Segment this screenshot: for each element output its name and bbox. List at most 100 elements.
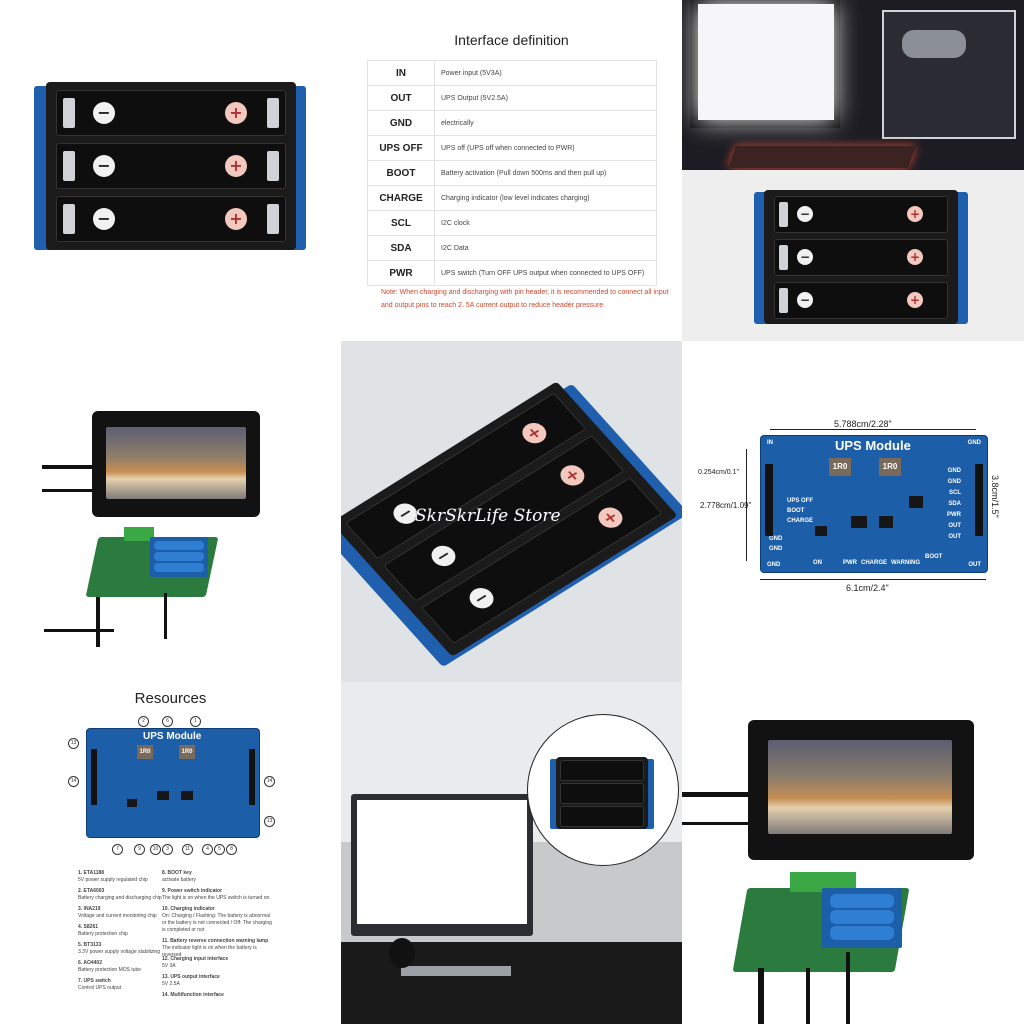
usb-cable bbox=[806, 968, 810, 1024]
pin-description: Charging indicator (low level indicates … bbox=[434, 185, 657, 211]
minus-terminal-icon: − bbox=[93, 101, 115, 124]
battery-holder: − + − + − + bbox=[764, 190, 958, 324]
callout-marker: 3 bbox=[162, 844, 173, 855]
top-width-dimension: 5.788cm/2.28" bbox=[834, 419, 892, 429]
pin-description: Power input (5V3A) bbox=[434, 60, 657, 86]
pin-label: IN bbox=[767, 440, 773, 446]
battery-clip bbox=[63, 97, 75, 129]
battery-clip bbox=[267, 203, 279, 235]
pin-description: I2C Data bbox=[434, 235, 657, 261]
button-label: BOOT bbox=[925, 554, 943, 560]
board-title: UPS Module bbox=[143, 731, 202, 742]
pin-description: UPS off (UPS off when connected to PWR) bbox=[434, 135, 657, 161]
headphones bbox=[389, 938, 415, 968]
battery-holder bbox=[556, 757, 648, 829]
keyboard bbox=[401, 966, 511, 976]
board-title: UPS Module bbox=[835, 438, 911, 453]
inset-circle bbox=[527, 714, 679, 866]
switch-label: ON bbox=[813, 560, 822, 566]
pin-header-right bbox=[249, 749, 255, 805]
pin-name: OUT bbox=[367, 85, 435, 111]
minus-terminal-icon: − bbox=[797, 292, 813, 309]
usb-cable bbox=[44, 629, 114, 632]
plus-terminal-icon: + bbox=[517, 419, 552, 448]
battery-slot bbox=[560, 783, 644, 804]
hdmi-cable bbox=[42, 465, 96, 469]
pin-name: PWR bbox=[367, 260, 435, 286]
terminal-block bbox=[124, 527, 154, 541]
battery-clip bbox=[63, 150, 75, 182]
pin-name: SDA bbox=[367, 235, 435, 261]
plus-terminal-icon: + bbox=[907, 206, 923, 223]
battery-cell bbox=[154, 541, 204, 550]
monitor bbox=[690, 0, 840, 128]
terminal-block bbox=[790, 872, 856, 892]
pin-description: I2C clock bbox=[434, 210, 657, 236]
keyboard bbox=[727, 146, 917, 168]
pin-label: GND bbox=[767, 562, 781, 568]
pin-label: OUT bbox=[968, 562, 981, 568]
pin-label: PWR bbox=[947, 512, 961, 518]
touch-display bbox=[92, 411, 260, 517]
battery-slot: − + bbox=[774, 282, 948, 319]
battery-slot bbox=[560, 806, 644, 827]
plus-terminal-icon: + bbox=[225, 207, 247, 230]
battery-slot: − + bbox=[774, 196, 948, 233]
list-item: 11. Battery reverse connection warning l… bbox=[162, 938, 269, 958]
battery-slot: − + bbox=[56, 90, 286, 136]
pin-name: GND bbox=[367, 110, 435, 136]
resources-title: Resources bbox=[134, 690, 207, 707]
ic-chip bbox=[909, 496, 923, 508]
dimension-line bbox=[770, 429, 976, 430]
plus-terminal-icon: + bbox=[225, 154, 247, 177]
pin-label: SCL bbox=[949, 490, 961, 496]
pin-description: electrically bbox=[434, 110, 657, 136]
plus-terminal-icon: + bbox=[225, 101, 247, 124]
hole-offset-dimension: 2.778cm/1.09" bbox=[700, 501, 752, 510]
battery-cell bbox=[830, 894, 894, 908]
battery-slot: − + bbox=[56, 143, 286, 189]
hdmi-cable bbox=[758, 968, 764, 1024]
plus-terminal-icon: + bbox=[907, 249, 923, 266]
plus-terminal-icon: + bbox=[907, 292, 923, 309]
monitor bbox=[351, 794, 533, 936]
pin-description: Battery activation (Pull down 500ms and … bbox=[434, 160, 657, 186]
callout-marker: 7 bbox=[112, 844, 123, 855]
battery-clip bbox=[779, 288, 788, 313]
callout-marker: 1 bbox=[190, 716, 201, 727]
battery-holder-angled-photo: − + − + − + SkrSkrLife Store bbox=[341, 341, 682, 682]
ic-chip bbox=[851, 516, 867, 528]
ic-chip bbox=[157, 791, 169, 800]
dimension-line bbox=[746, 449, 747, 561]
callout-marker: 5 bbox=[214, 844, 225, 855]
pin-name: BOOT bbox=[367, 160, 435, 186]
pin-label: CHARGE bbox=[787, 518, 814, 524]
pin-description: UPS Output (5V2.5A) bbox=[434, 85, 657, 111]
display-screen bbox=[768, 740, 952, 834]
store-watermark: SkrSkrLife Store bbox=[415, 506, 561, 526]
power-cable bbox=[164, 593, 167, 639]
power-cable bbox=[846, 952, 850, 1024]
display-with-pi-photo bbox=[0, 341, 341, 682]
battery-cell bbox=[830, 910, 894, 924]
battery-clip bbox=[779, 202, 788, 227]
plus-terminal-icon: + bbox=[555, 461, 590, 490]
battery-slot: − + bbox=[56, 196, 286, 242]
ic-chip bbox=[181, 791, 193, 800]
pin-label: GND bbox=[947, 479, 961, 485]
interface-title: Interface definition bbox=[454, 32, 569, 48]
minus-terminal-icon: − bbox=[93, 207, 115, 230]
pin-label: GND bbox=[967, 440, 981, 446]
led-label: WARNING bbox=[891, 560, 920, 566]
callout-marker: 9 bbox=[134, 844, 145, 855]
